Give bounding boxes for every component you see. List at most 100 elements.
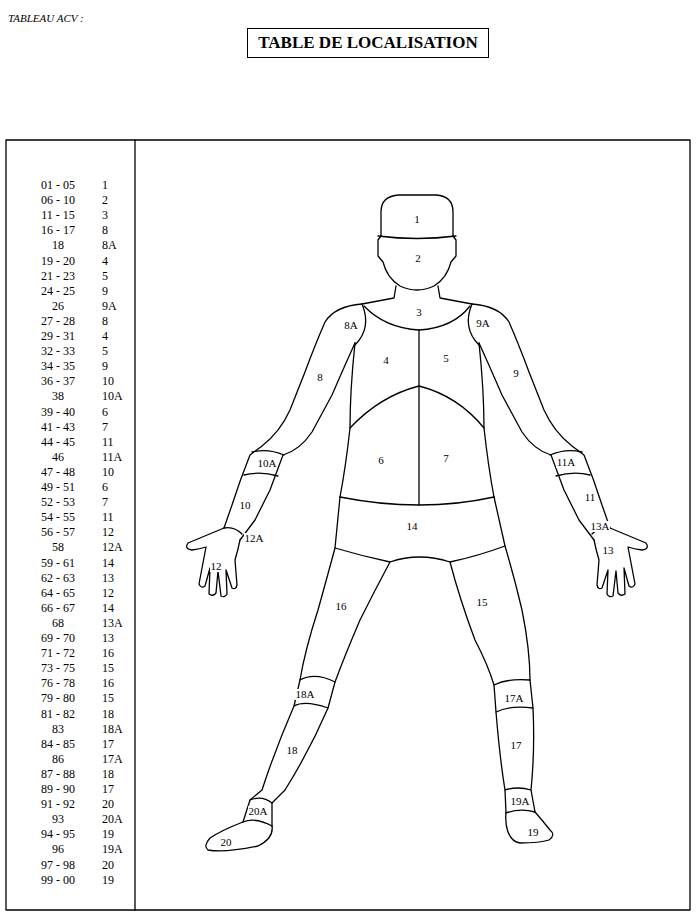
range-cell: 66 - 67	[41, 602, 75, 614]
zone-cell: 16	[102, 677, 114, 689]
range-cell: 68	[52, 617, 64, 629]
callout-number: 20A	[248, 806, 269, 817]
zone-cell: 12	[102, 526, 114, 538]
hip-line	[335, 546, 505, 562]
range-cell: 06 - 10	[41, 194, 75, 206]
callout-number: 11	[584, 492, 597, 503]
range-cell: 99 - 00	[41, 874, 75, 886]
range-cell: 79 - 80	[41, 692, 75, 704]
zone-cell: 1	[102, 179, 108, 191]
range-cell: 59 - 61	[41, 557, 75, 569]
range-cell: 96	[52, 843, 64, 855]
column-divider	[134, 140, 135, 910]
zone-cell: 11	[102, 511, 114, 523]
ankle-line	[243, 820, 272, 826]
callout-number: 1	[413, 214, 421, 225]
callout-number: 13	[602, 545, 615, 556]
range-cell: 18	[52, 239, 64, 251]
chest-lower-line	[350, 386, 484, 428]
callout-number: 16	[335, 601, 348, 612]
range-cell: 41 - 43	[41, 421, 75, 433]
callout-number: 11A	[556, 457, 577, 468]
range-cell: 34 - 35	[41, 360, 75, 372]
callout-number: 18A	[295, 689, 316, 700]
range-cell: 64 - 65	[41, 587, 75, 599]
zone-cell: 12	[102, 587, 114, 599]
range-cell: 26	[52, 300, 64, 312]
zone-cell: 16	[102, 647, 114, 659]
left-half	[187, 286, 396, 597]
range-cell: 91 - 92	[41, 798, 75, 810]
callout-number: 9	[512, 368, 520, 379]
range-cell: 94 - 95	[41, 828, 75, 840]
callout-number: 12	[210, 561, 223, 572]
zone-cell: 4	[102, 255, 108, 267]
zone-cell: 4	[102, 330, 108, 342]
waist-line	[340, 497, 494, 505]
zone-cell: 14	[102, 557, 114, 569]
knee-line	[494, 680, 530, 685]
zone-cell: 7	[102, 421, 108, 433]
callout-number: 7	[442, 453, 450, 464]
head-outline	[381, 195, 453, 236]
range-cell: 47 - 48	[41, 466, 75, 478]
knee-line	[496, 707, 533, 712]
range-cell: 56 - 57	[41, 526, 75, 538]
range-cell: 19 - 20	[41, 255, 75, 267]
range-cell: 46	[52, 451, 64, 463]
range-cell: 73 - 75	[41, 662, 75, 674]
callout-number: 3	[415, 307, 423, 318]
title-box: TABLE DE LOCALISATION	[247, 28, 488, 59]
zone-cell: 20A	[102, 813, 123, 825]
zone-cell: 5	[102, 270, 108, 282]
zone-cell: 17	[102, 738, 114, 750]
table-frame	[6, 140, 690, 910]
callout-number: 8A	[343, 320, 358, 331]
zone-cell: 8	[102, 315, 108, 327]
zone-cell: 10A	[102, 390, 123, 402]
zone-cell: 14	[102, 602, 114, 614]
range-cell: 86	[52, 753, 64, 765]
callout-number: 4	[382, 355, 390, 366]
foot-outline	[206, 822, 272, 851]
zone-cell: 9	[102, 360, 108, 372]
range-cell: 93	[52, 813, 64, 825]
range-cell: 24 - 25	[41, 285, 75, 297]
zone-cell: 12A	[102, 541, 123, 553]
zone-cell: 18	[102, 768, 114, 780]
range-cell: 49 - 51	[41, 481, 75, 493]
callout-number: 8	[316, 372, 324, 383]
foot-outline	[506, 812, 553, 843]
callout-number: 14	[406, 521, 419, 532]
callout-number: 9A	[475, 318, 490, 329]
zone-cell: 11	[102, 436, 114, 448]
zone-cell: 7	[102, 496, 108, 508]
callout-number: 10A	[257, 458, 278, 469]
zone-cell: 20	[102, 859, 114, 871]
ankle-line	[505, 788, 531, 790]
callout-number: 2	[414, 253, 422, 264]
callout-number: 6	[377, 455, 385, 466]
zone-cell: 18A	[102, 723, 123, 735]
zone-cell: 13	[102, 572, 114, 584]
zone-cell: 3	[102, 209, 108, 221]
ankle-line	[506, 810, 535, 813]
zone-cell: 11A	[102, 451, 122, 463]
leg-outline	[272, 562, 390, 826]
range-cell: 11 - 15	[41, 209, 75, 221]
leg-outline	[494, 497, 535, 812]
callout-number: 20	[220, 837, 233, 848]
callout-number: 17	[510, 740, 523, 751]
zone-cell: 17A	[102, 753, 123, 765]
zone-cell: 15	[102, 662, 114, 674]
chest-top-line	[364, 306, 470, 330]
callout-number: 5	[442, 353, 450, 364]
callout-number: 10	[239, 500, 252, 511]
range-cell: 38	[52, 390, 64, 402]
callout-number: 19A	[510, 796, 531, 807]
callout-number: 15	[476, 597, 489, 608]
zone-cell: 13	[102, 632, 114, 644]
zone-cell: 10	[102, 466, 114, 478]
midline	[418, 330, 419, 505]
zone-cell: 15	[102, 692, 114, 704]
